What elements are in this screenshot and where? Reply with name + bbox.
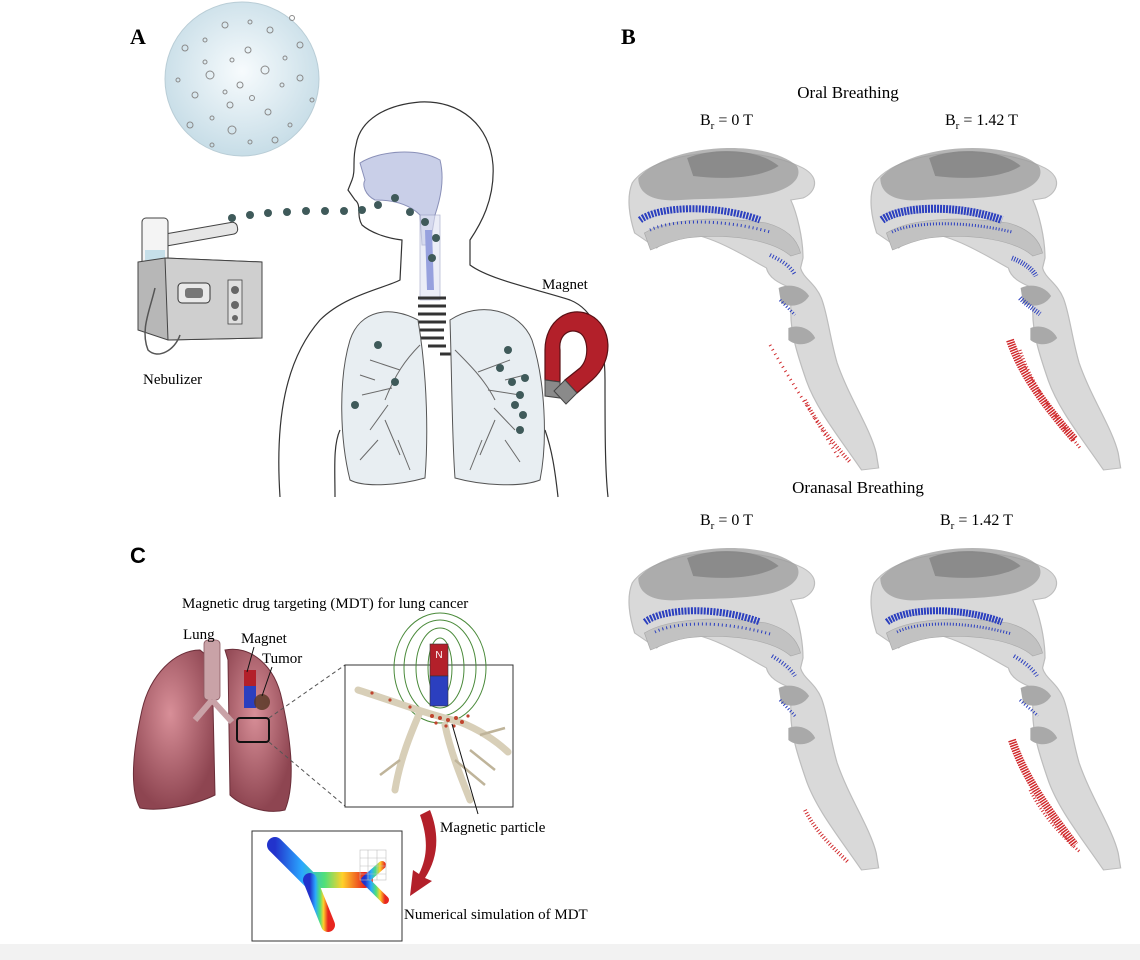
oral-cavity [359, 151, 443, 301]
process-arrow [410, 810, 437, 896]
tumor-label: Tumor [262, 651, 302, 667]
zoom-line-bottom [268, 741, 346, 807]
airway-oranasal-142T [870, 547, 1122, 871]
oral-left-field-label: Br = 0 T [700, 112, 753, 132]
horseshoe-magnet [544, 311, 609, 405]
mdt-title: Magnetic drug targeting (MDT) for lung c… [182, 596, 468, 612]
particles-oranasal-0T [642, 607, 850, 864]
droplet-magnifier [164, 1, 320, 157]
panel-b: B Oral Breathing Br = 0 T Br = 1.42 T [621, 24, 1122, 871]
zoom-inset: N [344, 612, 514, 808]
particle-leader-line [451, 723, 479, 815]
airway-oral-142T [870, 147, 1122, 471]
oranasal-right-field-label: Br = 1.42 T [940, 512, 1013, 532]
airway-oranasal-0T [628, 547, 880, 871]
nebulizer-label: Nebulizer [143, 372, 202, 388]
panel-b-letter: B [621, 24, 636, 49]
particle-stream [228, 194, 529, 434]
particles-oral-0T [637, 205, 852, 464]
panel-a: A [130, 1, 609, 498]
tumor-leader-line [261, 666, 273, 697]
particles-oranasal-142T [884, 607, 1081, 854]
simulation-label: Numerical simulation of MDT [404, 907, 588, 923]
oral-breathing-title: Oral Breathing [797, 83, 899, 102]
bottom-strip [0, 944, 1140, 960]
magnetic-particle-label: Magnetic particle [440, 820, 546, 836]
oranasal-left-field-label: Br = 0 T [700, 512, 753, 532]
panel-c: C Magnetic drug targeting (MDT) for lung… [130, 543, 588, 942]
body-outline [278, 101, 609, 498]
magnet-leader-line [246, 646, 255, 673]
magnet-label-c: Magnet [241, 631, 288, 647]
airway-oral-0T [628, 147, 880, 471]
lung-illustration [132, 639, 292, 812]
lung-label: Lung [183, 627, 215, 643]
panel-a-letter: A [130, 24, 146, 49]
particles-oral-142T [879, 204, 1082, 449]
oranasal-breathing-title: Oranasal Breathing [792, 478, 924, 497]
magnet-label-a: Magnet [542, 277, 589, 293]
nebulizer-device [137, 217, 263, 355]
lungs-diagram [341, 309, 545, 486]
magnet-pole-label: N [435, 650, 442, 661]
zoom-line-top [268, 664, 346, 719]
oral-right-field-label: Br = 1.42 T [945, 112, 1018, 132]
simulation-inset [251, 830, 403, 942]
panel-c-letter: C [130, 543, 146, 568]
